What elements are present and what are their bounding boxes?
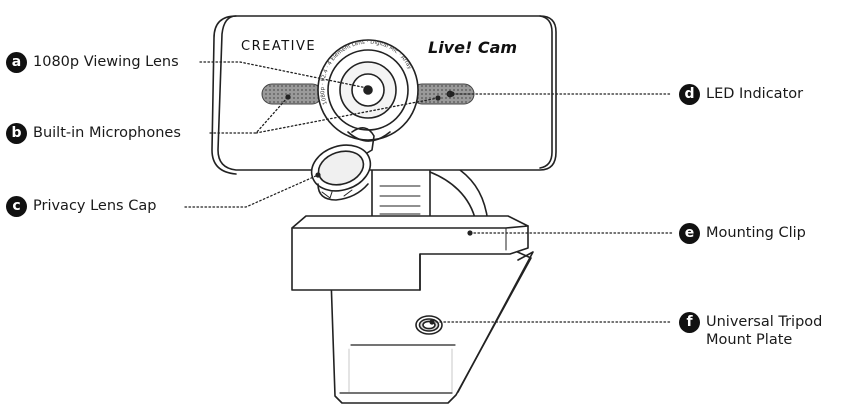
leader-lines [184, 61, 675, 323]
microphone-grilles [261, 83, 475, 105]
callout-badge-d: d [679, 84, 700, 105]
callout-label-lens: 1080p Viewing Lens [33, 54, 179, 70]
callout-badge-a: a [6, 52, 27, 73]
callout-badge-f: f [679, 312, 700, 333]
webcam-illustration [211, 15, 557, 404]
callout-label-lens-cap: Privacy Lens Cap [33, 198, 157, 214]
callout-label-led: LED Indicator [706, 86, 804, 102]
callout-label-tripod-mount: Universal Tripod Mount Plate [706, 314, 823, 348]
leader-endpoint-dots [285, 85, 473, 325]
callout-label-microphones: Built-in Microphones [33, 125, 181, 141]
leader-c [184, 174, 319, 208]
leader-b2 [255, 97, 439, 134]
tripod-screw-hole [415, 315, 443, 335]
leader-a [199, 61, 368, 89]
callout-badge-b: b [6, 123, 27, 144]
model-name: Live! Cam [428, 38, 517, 57]
callout-badge-c: c [6, 196, 27, 217]
callout-badge-e: e [679, 223, 700, 244]
callout-label-clip: Mounting Clip [706, 225, 806, 241]
brand-logo: CREATIVE [241, 39, 316, 54]
